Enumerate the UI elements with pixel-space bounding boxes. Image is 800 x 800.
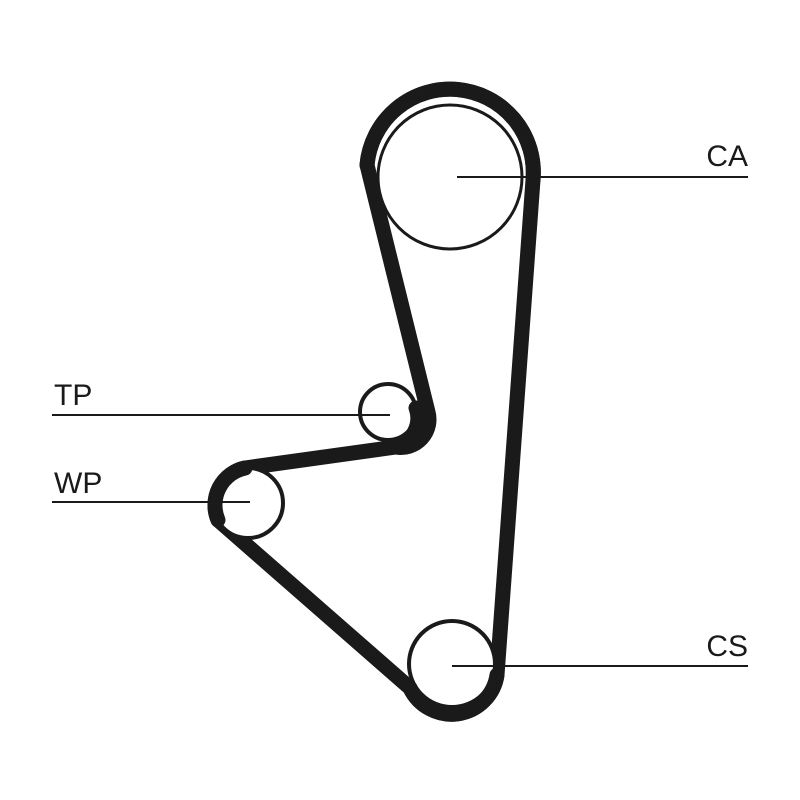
crankshaft-belt-wrap (402, 667, 505, 722)
cs-label: CS (706, 630, 748, 663)
camshaft-belt-wrap (359, 81, 541, 188)
tensioner-belt-wrap (388, 400, 426, 455)
ca-label: CA (706, 140, 748, 173)
wp-label: WP (54, 467, 102, 500)
water-pump-belt-wrap (207, 460, 253, 528)
tp-label: TP (54, 379, 92, 412)
